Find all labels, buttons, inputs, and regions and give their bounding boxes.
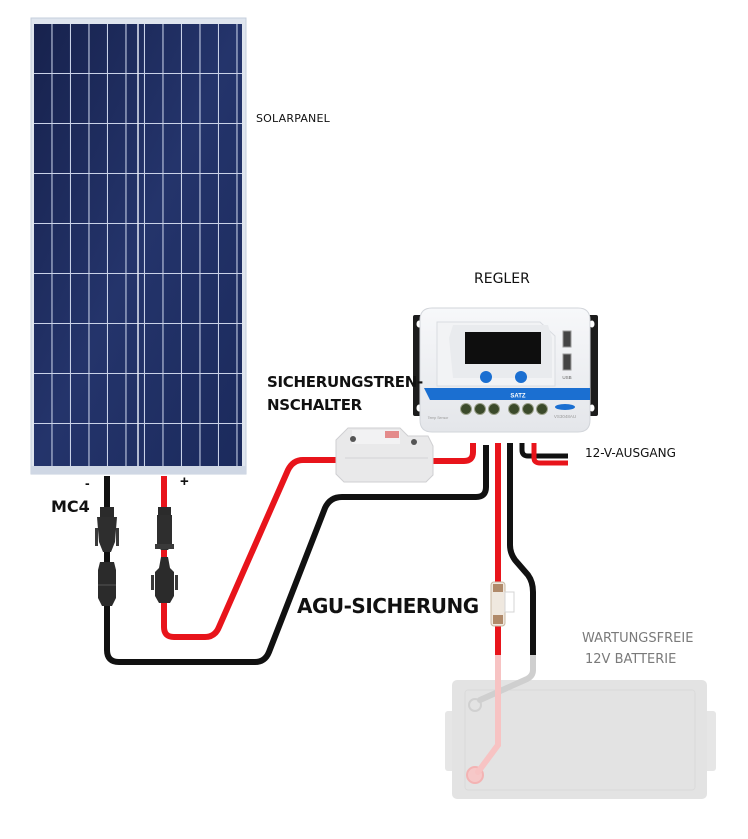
controller-lcd: [465, 332, 541, 364]
battery-body: [452, 680, 707, 799]
charge-controller: USB SATZ VS3048AU Temp Sensor: [413, 307, 598, 433]
breaker-to-controller-positive-wire: [432, 443, 476, 464]
load-negative-wire: [519, 443, 568, 459]
circuit-breaker-label-line2: NSCHALTER: [267, 396, 362, 414]
controller-temp-sensor-label: Temp Sensor: [428, 416, 449, 420]
positive-sign-label: +: [180, 473, 189, 490]
panel-positive-wire: [161, 457, 336, 640]
battery-negative-wire: [507, 443, 536, 655]
mc4-connector-negative: [95, 507, 119, 606]
solar-panel: [30, 17, 247, 475]
battery-terminal-negative: [468, 698, 482, 712]
battery-label-line1: WARTUNGSFREIE: [582, 631, 694, 646]
controller-terminals: [460, 403, 548, 415]
circuit-breaker: [335, 427, 434, 483]
agu-fuse-label: AGU-SICHERUNG: [297, 594, 479, 618]
battery: [445, 680, 716, 799]
controller-brand-logo: [555, 404, 575, 410]
battery-label: WARTUNGSFREIE 12V BATTERIE: [582, 628, 693, 670]
negative-sign-label: -: [85, 475, 90, 491]
usb-port-top: [562, 330, 572, 348]
solar-panel-bottom-rail: [31, 466, 246, 474]
battery-inner: [464, 689, 696, 791]
controller-band-text: SATZ: [510, 394, 526, 400]
battery-label-line2: 12V BATTERIE: [585, 652, 677, 667]
usb-label: USB: [562, 375, 571, 380]
output-12v-label: 12-V-AUSGANG: [585, 446, 676, 460]
usb-port-bottom: [562, 353, 572, 371]
circuit-breaker-label-line1: SICHERUNGSTREN-: [267, 373, 423, 391]
controller-button-right: [515, 371, 527, 383]
controller-label: REGLER: [474, 271, 530, 287]
controller-blue-band: [424, 388, 590, 400]
circuit-breaker-label: SICHERUNGSTREN- NSCHALTER: [267, 371, 423, 417]
controller-model: VS3048AU: [554, 414, 576, 419]
battery-negative-wire-faded: [477, 652, 536, 703]
controller-button-left: [480, 371, 492, 383]
mc4-connector-positive: [151, 507, 178, 603]
panel-negative-wire: [104, 445, 489, 665]
battery-positive-wire-faded: [475, 652, 501, 775]
mc4-connector-label: MC4: [51, 497, 90, 516]
agu-fuse: [490, 581, 515, 627]
solar-panel-label: SOLARPANEL: [256, 112, 330, 125]
load-positive-wire: [531, 443, 568, 466]
